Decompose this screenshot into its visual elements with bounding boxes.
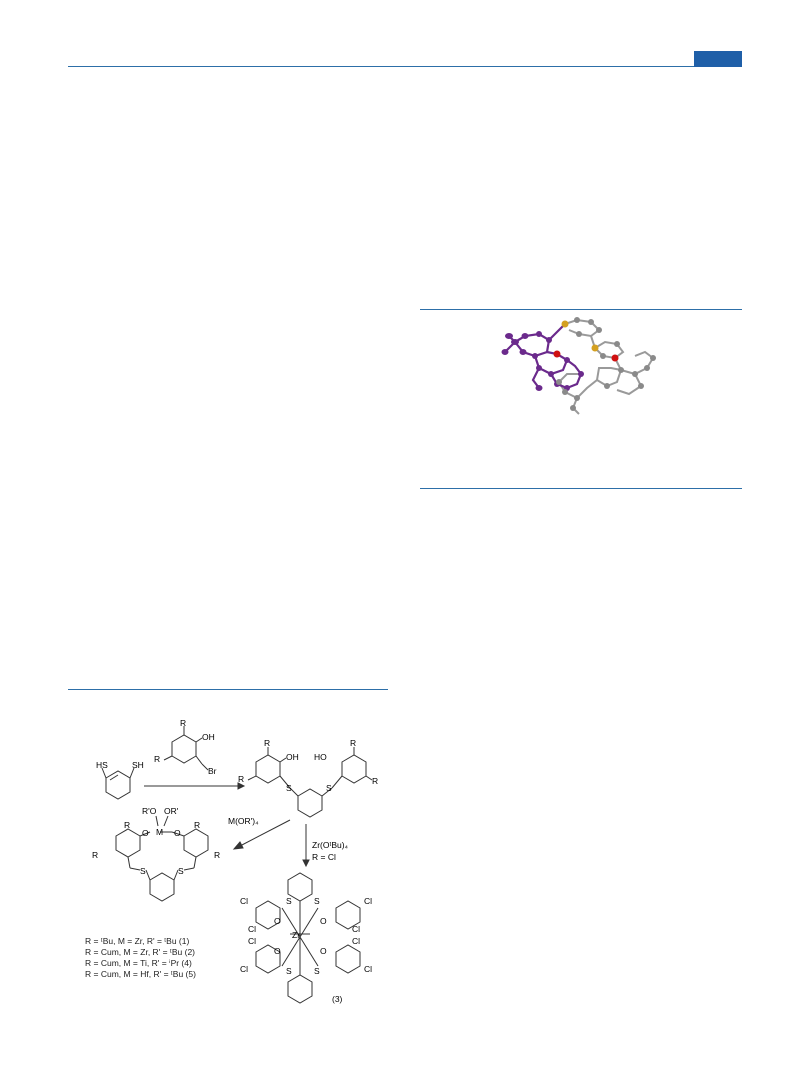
scheme-legend: R = ᵗBu, M = Zr, R' = ᵗBu (1) R = Cum, M…	[85, 936, 196, 980]
label-ro: R'O	[142, 806, 157, 816]
label-prod-ho: HO	[314, 752, 327, 762]
label-cl3: Cl	[364, 896, 372, 906]
label-s-prod2: S	[326, 783, 332, 793]
label-r-left: R	[154, 754, 160, 764]
arrow-condition: R = Cl	[312, 852, 336, 862]
label-r-top: R	[180, 720, 186, 728]
label-m: M	[156, 827, 163, 837]
legend-line-1: R = ᵗBu, M = Zr, R' = ᵗBu (1)	[85, 936, 190, 946]
label-r-c3: R	[92, 850, 98, 860]
label-prod-oh: OH	[286, 752, 299, 762]
label-o2: O	[174, 828, 181, 838]
label-s-zr2: S	[314, 896, 320, 906]
figure-bottom-rule	[420, 488, 742, 489]
label-s-c1: S	[140, 866, 146, 876]
label-cl4: Cl	[352, 924, 360, 934]
label-cl5: Cl	[248, 936, 256, 946]
label-r-prod3: R	[350, 738, 356, 748]
label-cl6: Cl	[240, 964, 248, 974]
label-r-prod4: R	[372, 776, 378, 786]
arrow-reagent-zr: Zr(OᵗBu)₄	[312, 840, 349, 850]
label-r-c1: R	[124, 820, 130, 830]
label-r-c2: R	[194, 820, 200, 830]
label-o-zr3: O	[274, 946, 281, 956]
label-r-c4: R	[214, 850, 220, 860]
legend-line-3: R = Cum, M = Ti, R' = ⁱPr (4)	[85, 958, 192, 968]
label-br: Br	[208, 766, 217, 776]
label-or: OR'	[164, 806, 179, 816]
legend-line-2: R = Cum, M = Zr, R' = ᵗBu (2)	[85, 947, 196, 957]
label-cl7: Cl	[352, 936, 360, 946]
crystal-structure-image	[501, 317, 656, 415]
label-cl2: Cl	[248, 924, 256, 934]
label-cl8: Cl	[364, 964, 372, 974]
legend-line-4: R = Cum, M = Hf, R' = ᵗBu (5)	[85, 969, 196, 979]
label-r-prod2: R	[238, 774, 244, 784]
label-oh: OH	[202, 732, 215, 742]
label-o-zr2: O	[320, 916, 327, 926]
label-s-c2: S	[178, 866, 184, 876]
label-s-zr3: S	[286, 966, 292, 976]
label-o1: O	[142, 828, 149, 838]
header-rule	[68, 66, 742, 67]
label-r-prod1: R	[264, 738, 270, 748]
label-hs: HS	[96, 760, 108, 770]
label-o-zr1: O	[274, 916, 281, 926]
label-compound-3: (3)	[332, 994, 343, 1004]
header-tab	[694, 51, 742, 67]
label-s-zr1: S	[286, 896, 292, 906]
figure-top-rule	[420, 309, 742, 310]
label-s-prod1: S	[286, 783, 292, 793]
label-sh: SH	[132, 760, 144, 770]
reaction-scheme: HS SH R OH Br R R OH R S S HO R R M(OR')…	[92, 720, 378, 1004]
label-cl1: Cl	[240, 896, 248, 906]
label-s-zr4: S	[314, 966, 320, 976]
label-zr: Zr	[292, 930, 300, 940]
label-o-zr4: O	[320, 946, 327, 956]
scheme-top-rule	[68, 689, 388, 690]
arrow-reagent-m: M(OR')₄	[228, 816, 259, 826]
